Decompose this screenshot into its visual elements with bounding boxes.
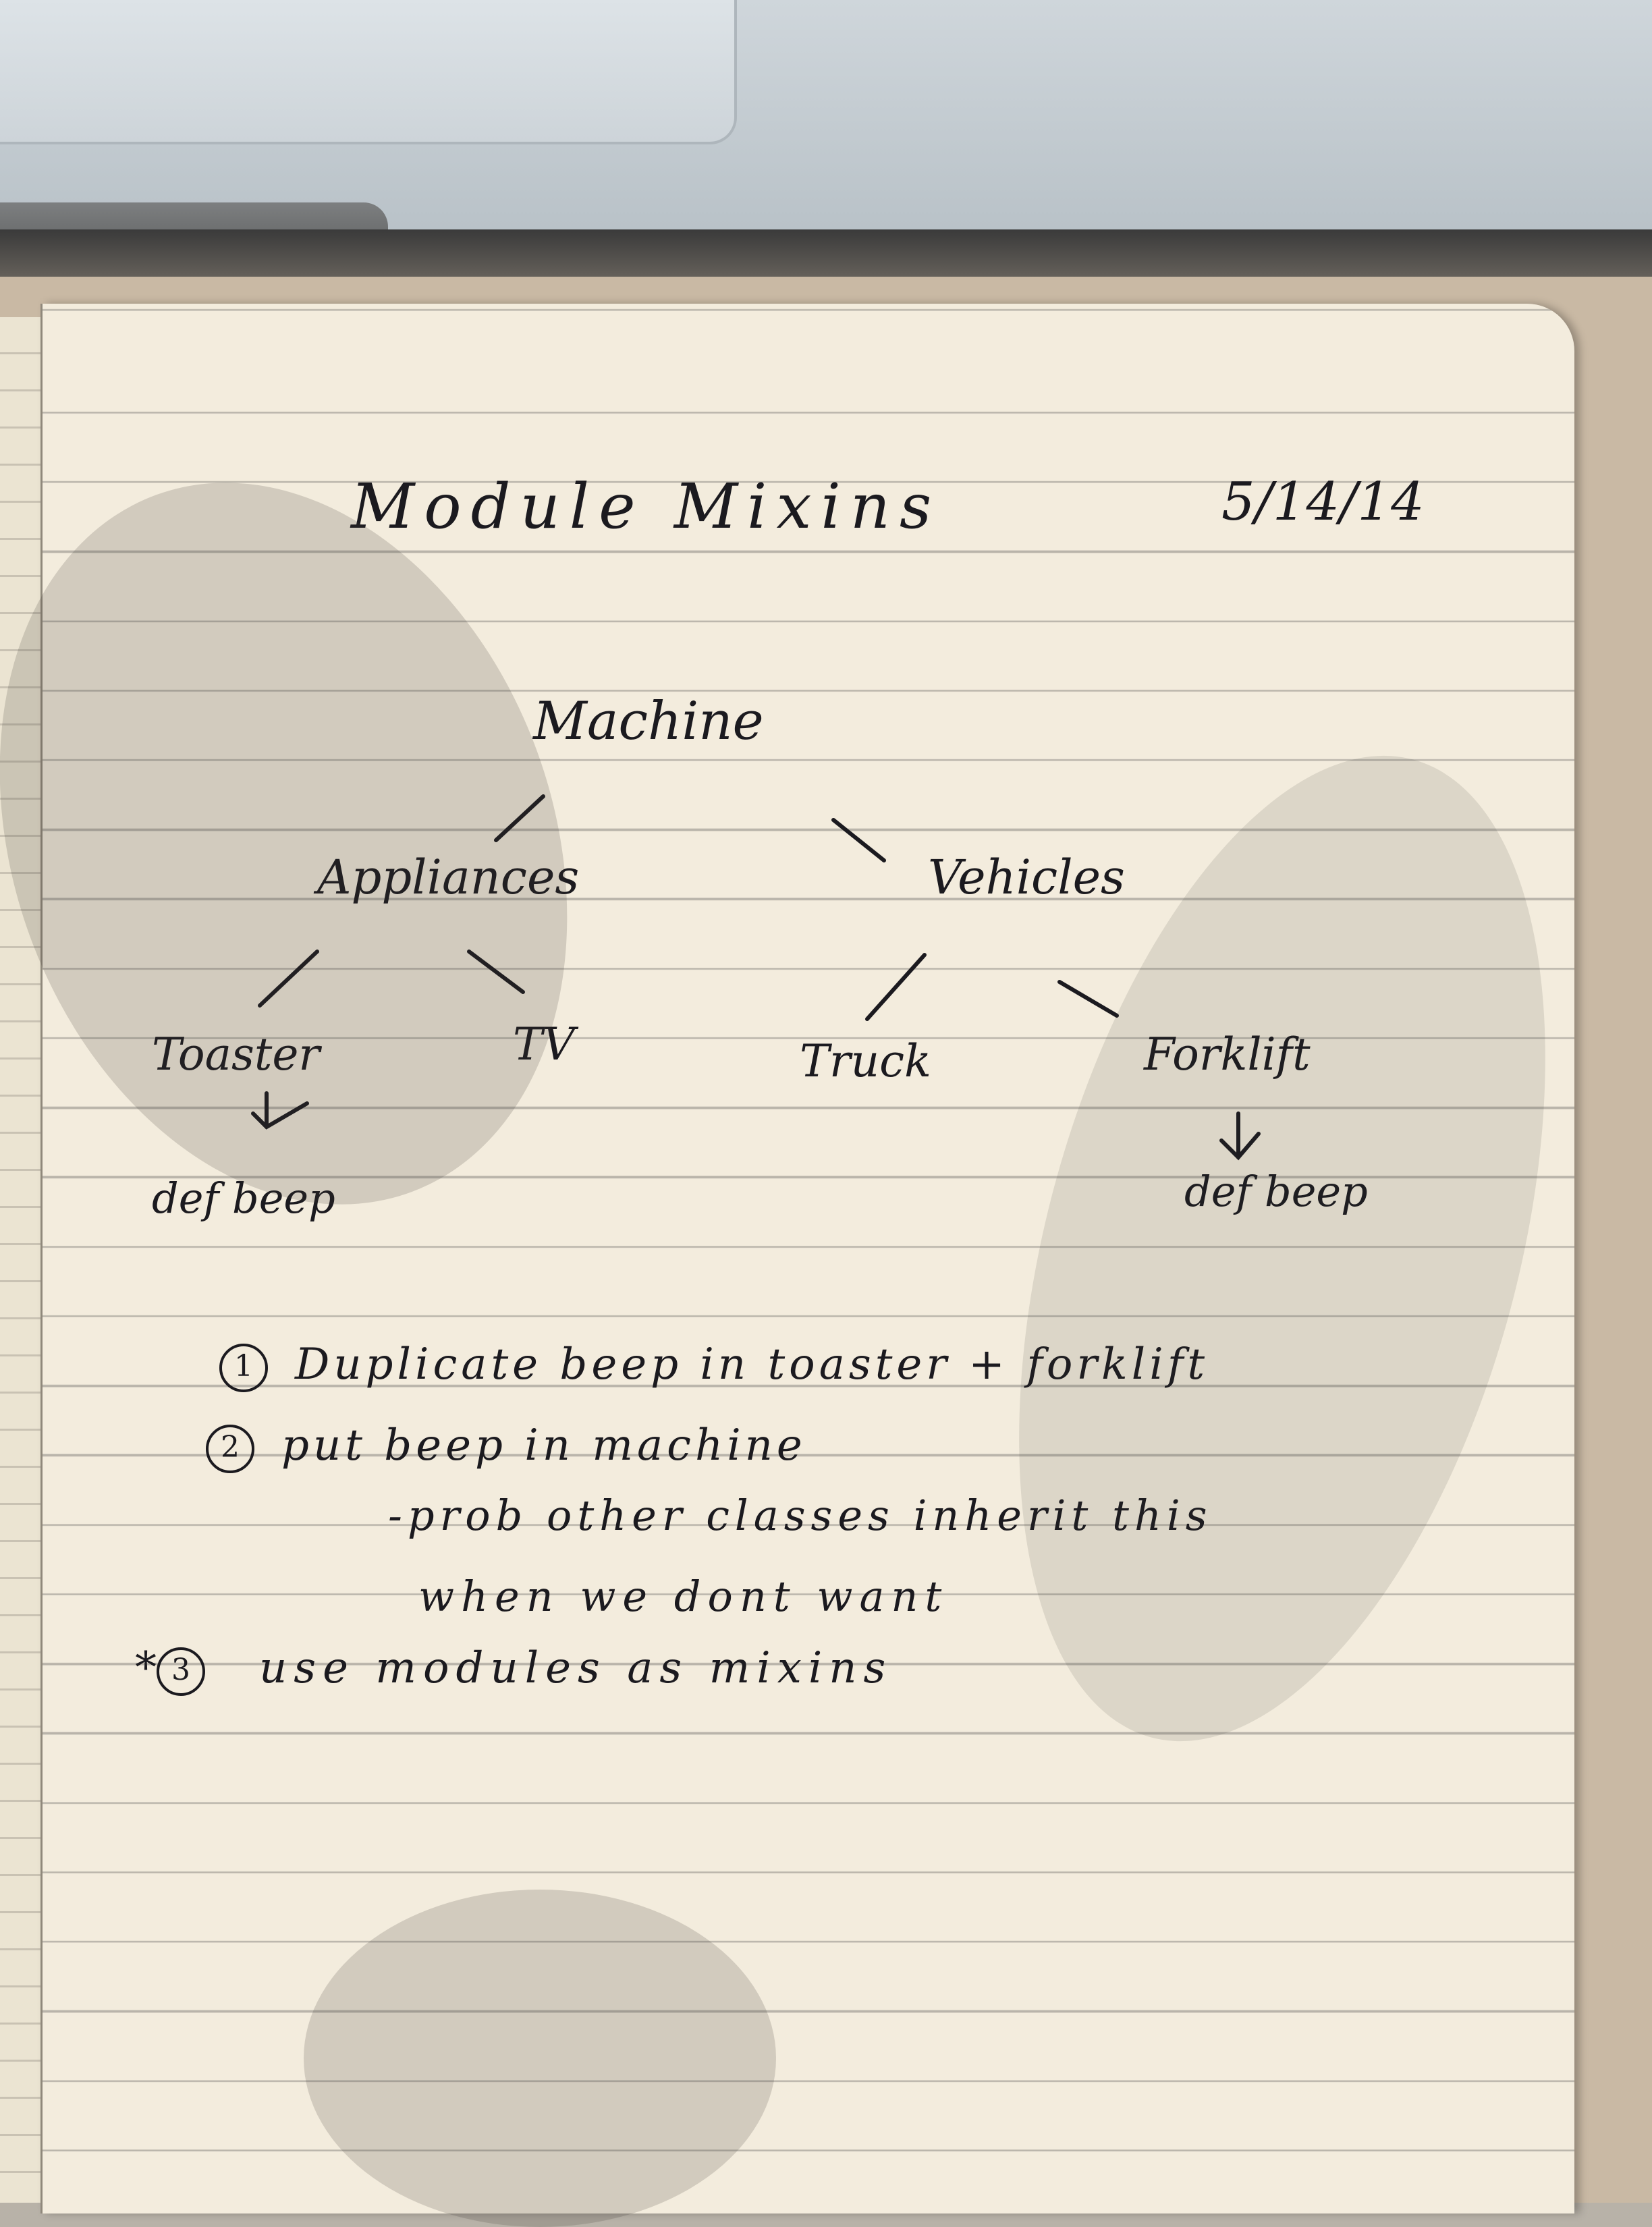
note-3-star: * [135, 1643, 157, 1693]
laptop-trackpad [0, 0, 737, 144]
note-2: 2 put beep in machine [206, 1424, 806, 1473]
forklift-method: def beep [1184, 1167, 1368, 1216]
tree-node-machine: Machine [533, 691, 764, 752]
laptop-body [0, 0, 1652, 229]
page-date: 5/14/14 [1221, 472, 1425, 532]
note-1: 1 Duplicate beep in toaster + forklift [219, 1343, 1209, 1392]
note-3-marker: 3 [157, 1647, 205, 1696]
tree-node-vehicles: Vehicles [928, 850, 1125, 905]
note-2-text: put beep in machine [281, 1421, 806, 1470]
note-3-text: use modules as mixins [259, 1643, 893, 1693]
tree-node-appliances: Appliances [317, 850, 580, 905]
tree-node-tv: TV [513, 1018, 575, 1070]
note-2-marker: 2 [206, 1424, 254, 1473]
toaster-method: def beep [152, 1174, 335, 1223]
note-2-sub-1: -prob other classes inherit this [388, 1491, 1213, 1540]
page-title: Module Mixins [351, 470, 941, 543]
tree-node-forklift: Forklift [1144, 1028, 1311, 1080]
note-1-text: Duplicate beep in toaster + forklift [295, 1340, 1209, 1390]
tree-node-truck: Truck [800, 1035, 932, 1087]
note-1-marker: 1 [219, 1343, 268, 1392]
note-2-sub-2: when we dont want [418, 1572, 949, 1621]
laptop-edge [0, 229, 1652, 283]
tree-node-toaster: Toaster [152, 1028, 320, 1080]
notebook-page [40, 304, 1574, 2214]
